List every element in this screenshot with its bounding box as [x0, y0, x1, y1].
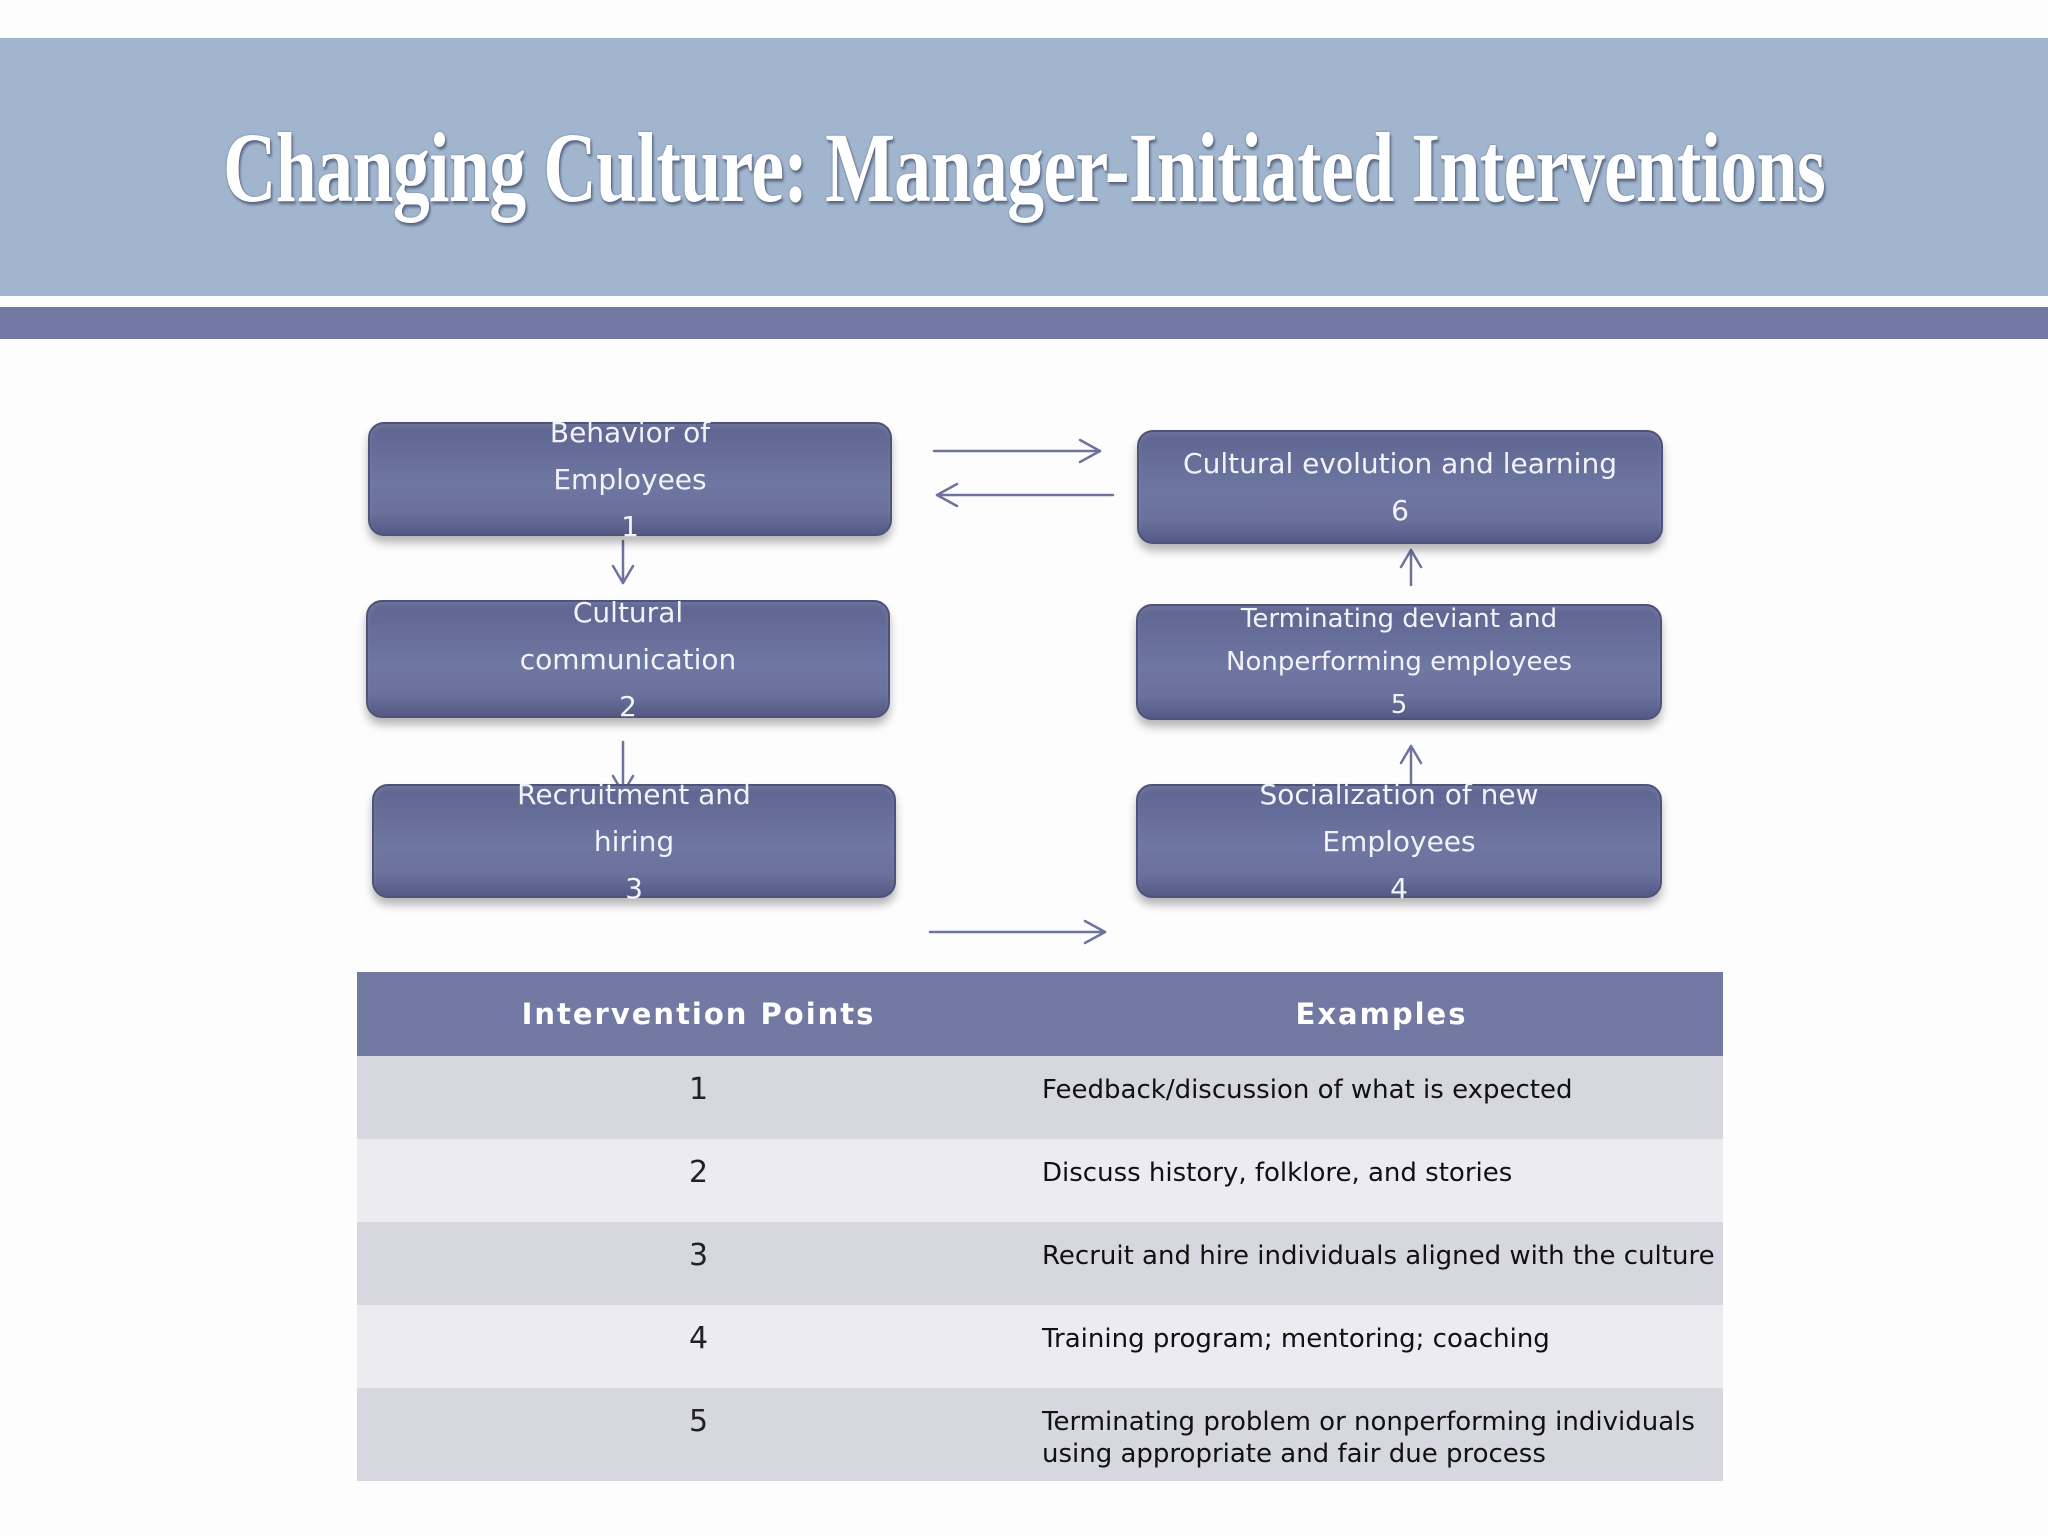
node-socialization-line1: Socialization of new — [1259, 777, 1539, 811]
table-row: 4 Training program; mentoring; coaching — [357, 1305, 1723, 1388]
intervention-point-cell: 2 — [688, 1155, 709, 1190]
accent-bar — [0, 307, 2048, 339]
node-terminating-number: 5 — [1390, 689, 1408, 720]
arrow-terminating-to-evolution — [1399, 548, 1423, 587]
example-cell: Terminating problem or nonperforming ind… — [1040, 1388, 1723, 1481]
header-examples: Examples — [1295, 997, 1468, 1031]
intervention-point-cell: 4 — [688, 1321, 709, 1356]
arrow-evolution-to-behavior — [935, 482, 1115, 508]
arrow-behavior-to-communication — [611, 539, 635, 585]
node-behavior-line2: Employees — [553, 462, 707, 496]
table-header-row: Intervention Points Examples — [357, 972, 1723, 1056]
table-row: 3 Recruit and hire individuals aligned w… — [357, 1222, 1723, 1305]
node-cultural-evolution-and-learning: Cultural evolution and learning 6 — [1137, 430, 1663, 544]
table-row: 1 Feedback/discussion of what is expecte… — [357, 1056, 1723, 1139]
arrow-recruitment-to-socialization — [928, 919, 1107, 945]
node-recruitment-number: 3 — [625, 871, 643, 905]
table-row: 2 Discuss history, folklore, and stories — [357, 1139, 1723, 1222]
node-behavior-of-employees: Behavior of Employees 1 — [368, 416, 892, 543]
title-band: Changing Culture: Manager-Initiated Inte… — [0, 38, 2048, 296]
node-communication-number: 2 — [619, 689, 637, 723]
node-recruitment-line1: Recruitment and — [517, 777, 751, 811]
node-terminating-deviant-employees: Terminating deviant and Nonperforming em… — [1136, 604, 1662, 720]
example-cell: Feedback/discussion of what is expected — [1040, 1056, 1723, 1139]
slide-title: Changing Culture: Manager-Initiated Inte… — [222, 111, 1826, 223]
interventions-table: Intervention Points Examples 1 Feedback/… — [357, 972, 1723, 1481]
node-socialization-line2: Employees — [1322, 824, 1476, 858]
node-evolution-number: 6 — [1391, 494, 1409, 527]
node-recruitment-and-hiring: Recruitment and hiring 3 — [372, 778, 896, 905]
example-cell: Discuss history, folklore, and stories — [1040, 1139, 1723, 1222]
node-terminating-line1: Terminating deviant and — [1240, 603, 1558, 634]
example-cell: Training program; mentoring; coaching — [1040, 1305, 1723, 1388]
node-behavior-line1: Behavior of — [549, 415, 711, 449]
example-cell: Recruit and hire individuals aligned wit… — [1040, 1222, 1723, 1305]
node-communication-line2: communication — [519, 642, 737, 676]
node-socialization-number: 4 — [1390, 871, 1408, 905]
node-behavior-number: 1 — [621, 509, 639, 543]
example-line: Terminating problem or nonperforming ind… — [1042, 1407, 1695, 1437]
intervention-point-cell: 3 — [688, 1238, 709, 1273]
example-line: using appropriate and fair due process — [1042, 1439, 1546, 1469]
table-row: 5 Terminating problem or nonperforming i… — [357, 1388, 1723, 1481]
example-line: Training program; mentoring; coaching — [1042, 1324, 1550, 1354]
node-recruitment-line2: hiring — [593, 824, 675, 858]
arrow-socialization-to-terminating — [1399, 744, 1423, 788]
example-line: Discuss history, folklore, and stories — [1042, 1158, 1513, 1188]
node-cultural-communication: Cultural communication 2 — [366, 596, 890, 723]
node-terminating-line2: Nonperforming employees — [1226, 646, 1572, 677]
example-line: Feedback/discussion of what is expected — [1042, 1075, 1573, 1105]
node-communication-line1: Cultural — [572, 595, 684, 629]
intervention-point-cell: 1 — [688, 1072, 709, 1107]
header-intervention-points: Intervention Points — [521, 997, 876, 1031]
node-evolution-line1: Cultural evolution and learning — [1183, 447, 1617, 480]
arrow-behavior-to-evolution — [932, 438, 1102, 464]
example-line: Recruit and hire individuals aligned wit… — [1042, 1241, 1715, 1271]
intervention-point-cell: 5 — [688, 1404, 709, 1439]
node-socialization-of-new-employees: Socialization of new Employees 4 — [1136, 778, 1662, 905]
